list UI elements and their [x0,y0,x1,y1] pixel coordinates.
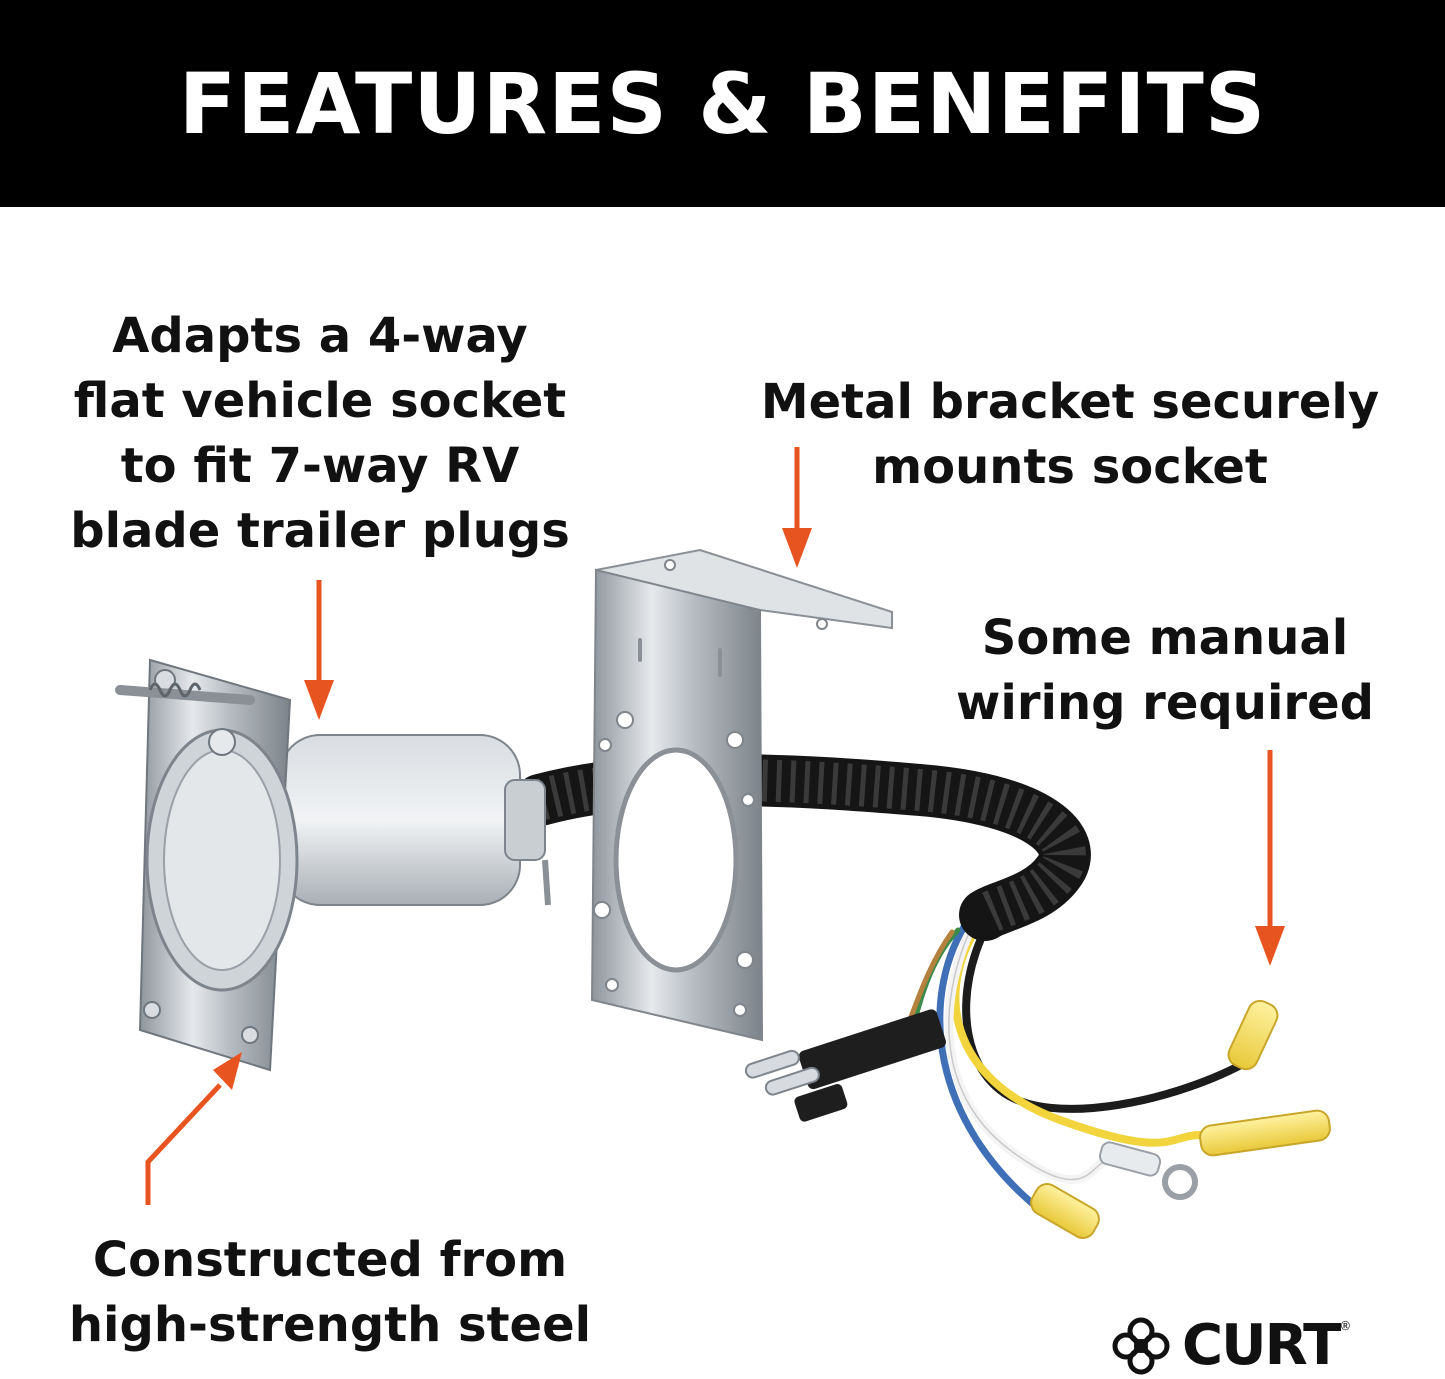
arrow-steel [145,1052,242,1205]
callout-wiring-line: Some manual [981,610,1349,666]
mounting-bracket [590,548,893,1042]
banner-title: FEATURES & BENEFITS [178,54,1267,153]
registered-mark: ® [1339,1319,1352,1333]
callout-bracket-line: mounts socket [872,439,1268,495]
callout-steel-line: Constructed from [92,1232,568,1288]
arrow-adapter [304,580,334,720]
callout-steel-line: high-strength steel [68,1297,592,1353]
rv-socket [115,658,551,1072]
butt-connectors [1030,999,1331,1239]
callout-adapter-line: Adapts a 4-way [112,308,528,364]
arrow-bracket [782,447,812,568]
callout-adapter: Adapts a 4-way flat vehicle socket to fi… [40,304,600,564]
callout-adapter-line: flat vehicle socket [73,373,567,429]
arrow-wiring [1255,750,1285,966]
ring-terminal [1098,1141,1198,1200]
callout-adapter-line: blade trailer plugs [70,503,570,559]
callout-wiring: Some manual wiring required [930,606,1400,736]
callout-bracket-line: Metal bracket securely [760,374,1380,430]
curt-emblem-icon [1112,1317,1170,1375]
callout-steel: Constructed from high-strength steel [40,1228,620,1358]
callout-bracket: Metal bracket securely mounts socket [735,370,1405,500]
header-banner: FEATURES & BENEFITS [0,0,1445,207]
callout-adapter-line: to fit 7-way RV [120,438,520,494]
brand-logo: CURT ® [1110,1313,1351,1379]
four-way-flat-plug [744,1009,946,1122]
callout-wiring-line: wiring required [956,675,1374,731]
brand-name: CURT [1182,1313,1341,1378]
